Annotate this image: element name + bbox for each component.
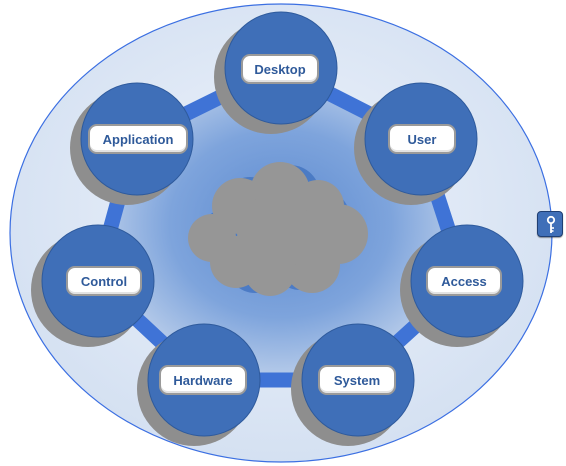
node-access-label[interactable]: Access [426,266,502,296]
key-glyph [546,215,556,233]
node-system-label[interactable]: System [318,365,396,395]
node-user-label[interactable]: User [388,124,456,154]
key-icon[interactable] [537,211,563,237]
node-control-label[interactable]: Control [66,266,142,296]
node-application-label[interactable]: Application [88,124,188,154]
node-hardware-label[interactable]: Hardware [159,365,247,395]
node-desktop-label[interactable]: Desktop [241,54,319,84]
center-cloud-icon [188,162,368,296]
